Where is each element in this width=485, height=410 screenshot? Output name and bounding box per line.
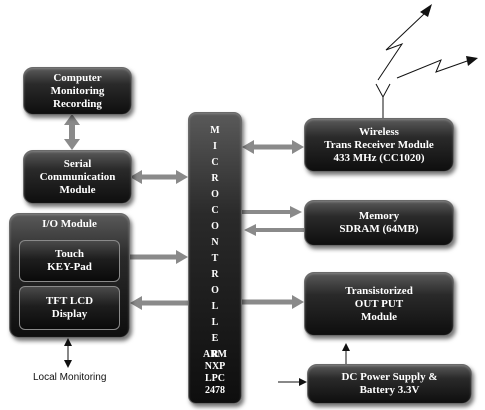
microcontroller-letter: M	[210, 125, 220, 136]
serial-label-3: Module	[59, 183, 96, 196]
arrow-serial-mcu	[130, 170, 188, 184]
microcontroller-letter: I	[213, 141, 217, 152]
microcontroller-letter: T	[211, 253, 219, 264]
microcontroller-letter: R	[211, 349, 219, 360]
wireless-label-3: 433 MHz (CC1020)	[333, 151, 425, 164]
wireless-signal-icon	[377, 4, 478, 81]
microcontroller-letter: N	[211, 237, 219, 248]
chip-label-1: ARM	[203, 349, 227, 360]
io-module-block: I/O Module Touch KEY-Pad TFT LCD Display	[9, 213, 130, 338]
memory-label-2: SDRAM (64MB)	[339, 223, 419, 235]
arrow-local-monitoring	[64, 338, 72, 368]
arrow-mcu-output	[242, 295, 304, 309]
output-label-2: OUT PUT	[354, 297, 404, 310]
computer-label-1: Computer	[53, 71, 102, 84]
microcontroller-letter: L	[211, 301, 219, 312]
computer-label-2: Monitoring	[50, 84, 105, 97]
microcontroller-letter: O	[211, 221, 219, 232]
local-monitoring-label: Local Monitoring	[33, 372, 107, 383]
microcontroller-letter: O	[211, 189, 219, 200]
serial-label-1: Serial	[63, 157, 92, 170]
microcontroller-letter: L	[211, 317, 219, 328]
output-label-1: Transistorized	[345, 284, 413, 297]
serial-communication-block: Serial Communication Module	[23, 150, 132, 204]
wireless-label-1: Wireless	[359, 125, 399, 138]
memory-block: Memory SDRAM (64MB)	[304, 200, 454, 246]
arrow-computer-serial	[64, 114, 80, 150]
arrow-memory-mcu	[244, 224, 304, 236]
microcontroller-letter: E	[211, 333, 219, 344]
chip-label-3: LPC	[205, 373, 225, 384]
serial-label-2: Communication	[39, 170, 116, 183]
output-label-3: Module	[360, 310, 398, 323]
wireless-label-2: Trans Receiver Module	[324, 138, 434, 151]
microcontroller-letter: C	[211, 205, 219, 216]
microcontroller-letter: R	[211, 269, 219, 280]
power-label-1: DC Power Supply &	[341, 371, 438, 383]
touch-label-2: KEY-Pad	[47, 261, 92, 273]
tft-label-1: TFT LCD	[45, 295, 94, 307]
computer-label-3: Recording	[53, 97, 102, 110]
wireless-module-block: Wireless Trans Receiver Module 433 MHz (…	[304, 118, 454, 172]
touch-label-1: Touch	[55, 248, 84, 260]
arrow-mcu-tft	[130, 296, 188, 310]
tft-label-2: Display	[51, 308, 88, 320]
touch-keypad-block: Touch KEY-Pad	[19, 240, 120, 282]
power-label-2: Battery 3.3V	[359, 384, 420, 396]
computer-monitoring-block: Computer Monitoring Recording	[23, 67, 132, 115]
arrow-touch-mcu	[130, 250, 188, 264]
arrow-power-output	[342, 343, 350, 364]
antenna-icon	[375, 83, 391, 118]
microcontroller-letter: O	[211, 285, 219, 296]
microcontroller-letter: R	[211, 173, 219, 184]
arrow-into-power	[278, 378, 307, 386]
arrow-mcu-memory	[242, 206, 302, 218]
tft-lcd-block: TFT LCD Display	[19, 286, 120, 330]
microcontroller-letter: C	[211, 157, 219, 168]
chip-label-4: 2478	[205, 385, 225, 396]
arrow-mcu-wireless	[242, 140, 304, 154]
microcontroller-chip: ARM NXP LPC 2478	[189, 349, 241, 397]
memory-label-1: Memory	[358, 210, 400, 222]
power-supply-block: DC Power Supply & Battery 3.3V	[307, 364, 472, 404]
chip-label-2: NXP	[204, 361, 226, 372]
output-module-block: Transistorized OUT PUT Module	[304, 272, 454, 336]
io-module-title: I/O Module	[42, 218, 97, 230]
